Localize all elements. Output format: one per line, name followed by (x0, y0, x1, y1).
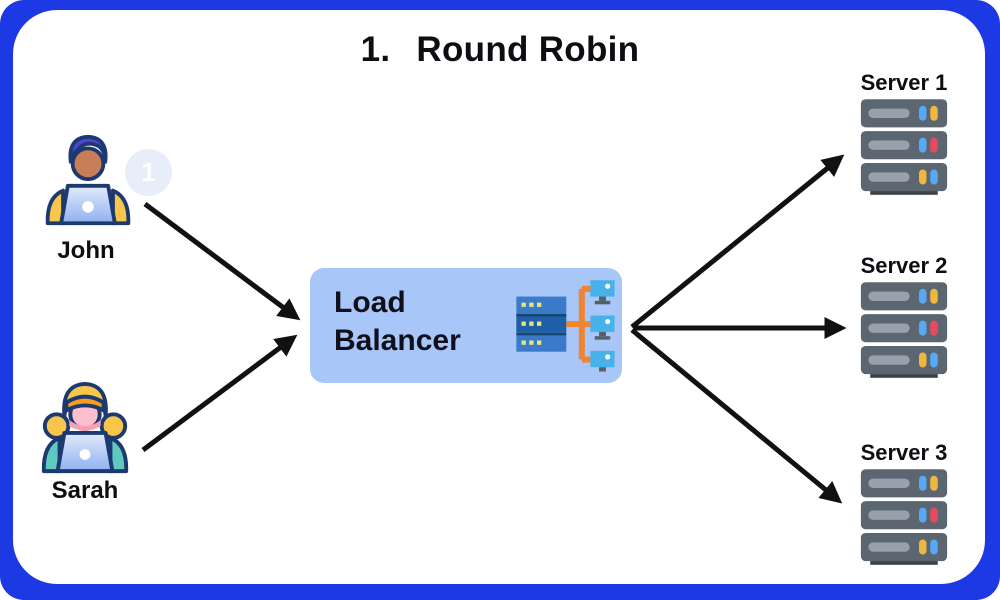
server-2-label: Server 2 (860, 253, 948, 278)
client-label-sarah: Sarah (51, 477, 119, 504)
server-3-icon (859, 467, 949, 572)
john-avatar-icon (40, 130, 136, 237)
client-label-john: John (57, 237, 115, 264)
sarah-avatar-icon (36, 377, 134, 484)
load-balancer-icon (506, 273, 618, 382)
page-title: 1. Round Robin (0, 30, 1000, 70)
request-badge-number: 1 (141, 157, 156, 187)
server-2-icon (859, 280, 949, 385)
server-1-icon (859, 97, 949, 202)
title-text: Round Robin (416, 30, 640, 69)
server-3-label: Server 3 (860, 440, 948, 465)
request-badge: 1 (125, 149, 172, 196)
load-balancer-label: Load Balancer (334, 286, 461, 358)
title-number: 1. (360, 30, 391, 69)
load-balancer-box: Load Balancer (310, 268, 622, 383)
server-1-label: Server 1 (860, 70, 948, 95)
